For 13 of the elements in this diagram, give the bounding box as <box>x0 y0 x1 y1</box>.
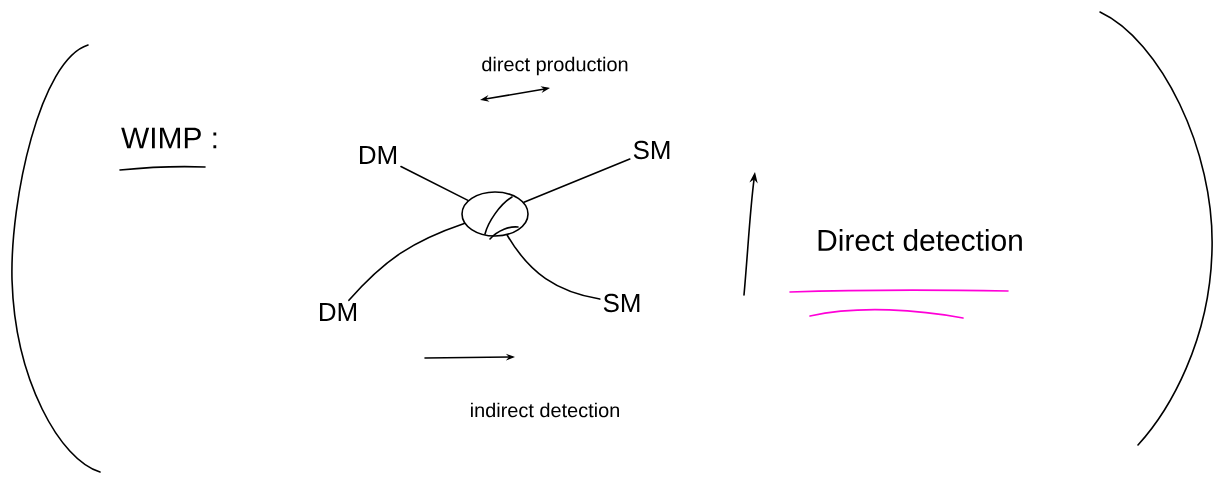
line <box>523 158 631 203</box>
node-label: DM <box>360 146 396 164</box>
line <box>506 234 601 300</box>
line <box>348 222 465 302</box>
line <box>400 165 469 202</box>
node-label: DM <box>320 303 356 321</box>
handwritten-label: direct production <box>482 56 628 76</box>
handwritten-label: indirect detection <box>471 402 619 418</box>
node-label: SM <box>633 140 670 160</box>
handwritten-label: WIMP : <box>121 127 217 149</box>
vertex-circle <box>461 191 529 240</box>
handwritten-label: Direct detection <box>818 229 1022 251</box>
node-label: SM <box>603 293 640 313</box>
